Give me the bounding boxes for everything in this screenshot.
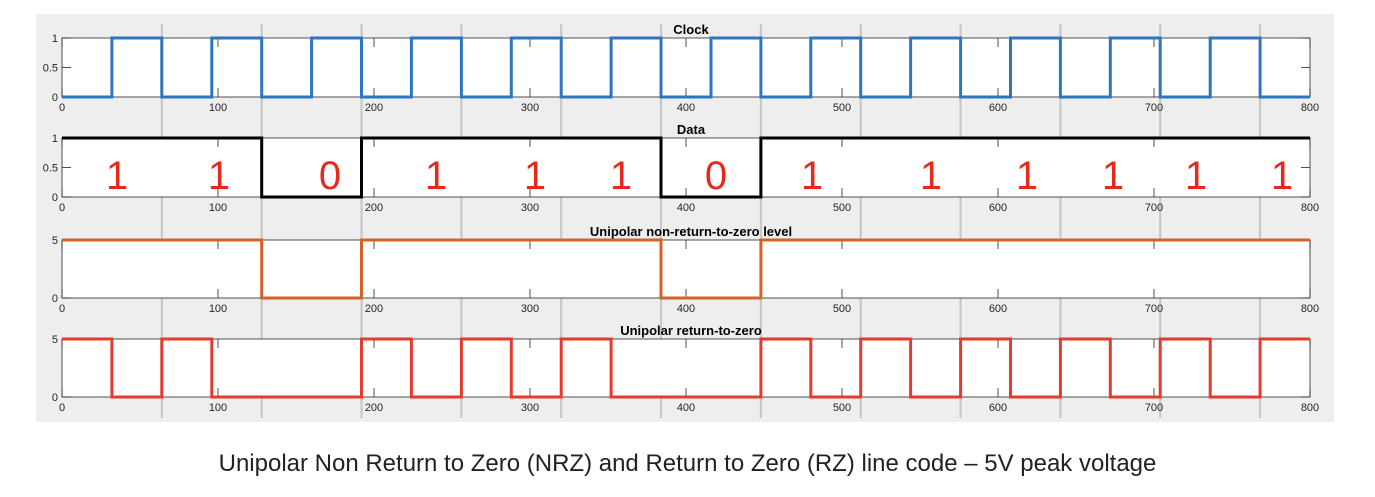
chart-title: Unipolar non-return-to-zero level xyxy=(590,224,792,239)
chart-title: Data xyxy=(677,122,706,137)
y-tick-label: 5 xyxy=(52,334,58,346)
bit-label: 1 xyxy=(1185,154,1207,198)
bit-label: 0 xyxy=(319,154,341,198)
x-tick-label: 500 xyxy=(833,102,851,114)
x-tick-label: 100 xyxy=(209,102,227,114)
bit-label: 1 xyxy=(425,154,447,198)
chart-panel-2: Unipolar non-return-to-zero level 0 100 200… xyxy=(52,224,1319,315)
y-tick-label: 0 xyxy=(52,293,58,305)
plot-area xyxy=(61,37,1311,98)
x-tick-label: 300 xyxy=(521,402,539,414)
plot-area xyxy=(61,338,1311,398)
signal-line xyxy=(62,337,1310,399)
chart-title: Unipolar return-to-zero xyxy=(620,323,762,338)
x-tick-label: 400 xyxy=(677,202,695,214)
x-tick-label: 700 xyxy=(1145,202,1163,214)
x-tick-label: 300 xyxy=(521,202,539,214)
bit-label: 1 xyxy=(1016,154,1038,198)
bit-label: 1 xyxy=(801,154,823,198)
bit-label: 1 xyxy=(524,154,546,198)
signal-line xyxy=(62,136,1310,199)
bit-label-group: 1 1 0 1 1 1 0 1 1 1 1 1 1 xyxy=(106,154,1293,198)
x-tick-label: 800 xyxy=(1301,303,1319,315)
x-tick-label: 100 xyxy=(209,303,227,315)
chart-panel-0: Clock 0 100 200 300 400 500 600 700 800 0 0.5 1 xyxy=(43,22,1319,114)
chart-panel-3: Unipolar return-to-zero 0 100 200 300 400 500 6… xyxy=(52,323,1319,414)
x-tick-label: 0 xyxy=(59,303,65,315)
bit-label: 1 xyxy=(1271,154,1293,198)
x-tick-label: 700 xyxy=(1145,402,1163,414)
y-tick-label: 5 xyxy=(52,235,58,247)
bit-label: 1 xyxy=(106,154,128,198)
x-tick-label: 600 xyxy=(989,202,1007,214)
x-tick-label: 600 xyxy=(989,102,1007,114)
x-tick-label: 700 xyxy=(1145,303,1163,315)
figure-caption: Unipolar Non Return to Zero (NRZ) and Re… xyxy=(218,450,1157,477)
x-tick-label: 700 xyxy=(1145,102,1163,114)
x-tick-label: 400 xyxy=(677,303,695,315)
x-tick-label: 500 xyxy=(833,402,851,414)
signal-line xyxy=(62,238,1310,300)
x-tick-label: 600 xyxy=(989,303,1007,315)
x-tick-label: 200 xyxy=(365,402,383,414)
y-tick-label: 1 xyxy=(52,133,58,145)
signal-line xyxy=(62,36,1310,99)
x-tick-label: 0 xyxy=(59,102,65,114)
bit-label: 1 xyxy=(1102,154,1124,198)
x-tick-label: 0 xyxy=(59,202,65,214)
x-tick-label: 200 xyxy=(365,102,383,114)
plot-area xyxy=(61,239,1311,299)
x-tick-label: 500 xyxy=(833,202,851,214)
x-tick-label: 100 xyxy=(209,202,227,214)
x-tick-label: 300 xyxy=(521,303,539,315)
x-tick-label: 100 xyxy=(209,402,227,414)
x-tick-label: 800 xyxy=(1301,402,1319,414)
x-tick-label: 200 xyxy=(365,303,383,315)
x-tick-label: 200 xyxy=(365,202,383,214)
x-tick-label: 500 xyxy=(833,303,851,315)
y-tick-label: 0.5 xyxy=(43,63,58,75)
x-tick-label: 600 xyxy=(989,402,1007,414)
bit-label: 1 xyxy=(610,154,632,198)
bit-label: 1 xyxy=(920,154,942,198)
x-tick-label: 800 xyxy=(1301,102,1319,114)
x-tick-label: 0 xyxy=(59,402,65,414)
x-tick-label: 300 xyxy=(521,102,539,114)
y-tick-label: 1 xyxy=(52,33,58,45)
bit-label: 0 xyxy=(705,154,727,198)
chart-title: Clock xyxy=(673,22,709,37)
y-tick-label: 0.5 xyxy=(43,163,58,175)
y-tick-label: 0 xyxy=(52,192,58,204)
y-tick-label: 0 xyxy=(52,392,58,404)
plot-area xyxy=(61,137,1311,198)
bit-label: 1 xyxy=(208,154,230,198)
y-tick-label: 0 xyxy=(52,92,58,104)
x-tick-label: 800 xyxy=(1301,202,1319,214)
x-tick-label: 400 xyxy=(677,402,695,414)
x-tick-label: 400 xyxy=(677,102,695,114)
